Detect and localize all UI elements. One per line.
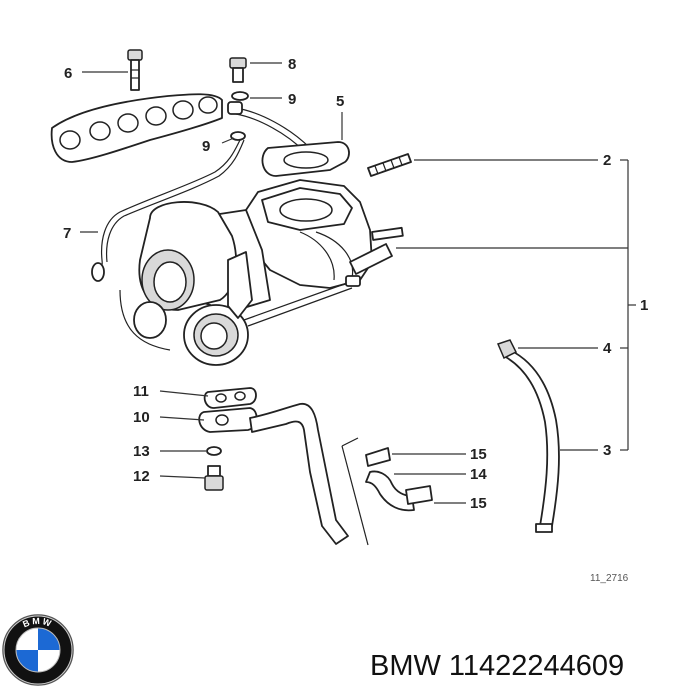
callout-9-lower: 9: [202, 138, 210, 155]
callout-2: 2: [603, 152, 611, 169]
turbocharger: [119, 179, 404, 366]
callout-13: 13: [133, 443, 150, 460]
drawing-reference: 11_2716: [590, 573, 629, 584]
callout-12: 12: [133, 468, 150, 485]
leader-lines: [80, 62, 636, 504]
callout-7: 7: [63, 225, 71, 242]
oil-return-line-10: [198, 403, 349, 545]
callout-3: 3: [603, 442, 611, 459]
callout-9-upper: 9: [288, 91, 296, 108]
callout-14: 14: [470, 466, 487, 483]
callout-15-lower: 15: [470, 495, 487, 512]
callout-5: 5: [336, 93, 344, 110]
bracket-lines: [341, 437, 369, 546]
callout-1: 1: [640, 297, 648, 314]
bolt-6: [127, 49, 143, 91]
callout-6: 6: [64, 65, 72, 82]
callout-8: 8: [288, 56, 296, 73]
brand-part-number: BMW 11422244609: [370, 650, 624, 682]
bolt-8: [229, 57, 247, 83]
stud-2: [367, 153, 412, 177]
oil-feed-line-7: [91, 101, 317, 282]
callout-11: 11: [133, 383, 149, 400]
clamp-15-upper: [365, 447, 391, 467]
fitting-4: [496, 339, 518, 360]
callout-15-upper: 15: [470, 446, 487, 463]
bolt-12: [204, 465, 224, 491]
callout-10: 10: [133, 409, 150, 426]
washer-13: [206, 446, 222, 456]
washer-9-lower: [230, 131, 246, 141]
washer-9-upper: [231, 91, 249, 101]
svg-text:BMW: BMW: [21, 616, 54, 630]
hose-14: [365, 470, 415, 512]
oil-pipe-3: [503, 349, 560, 533]
bmw-logo: BMW: [2, 614, 74, 686]
clamp-15-lower: [405, 485, 433, 505]
gasket-11: [203, 387, 257, 409]
exhaust-manifold: [50, 93, 223, 163]
callout-4: 4: [603, 340, 612, 357]
